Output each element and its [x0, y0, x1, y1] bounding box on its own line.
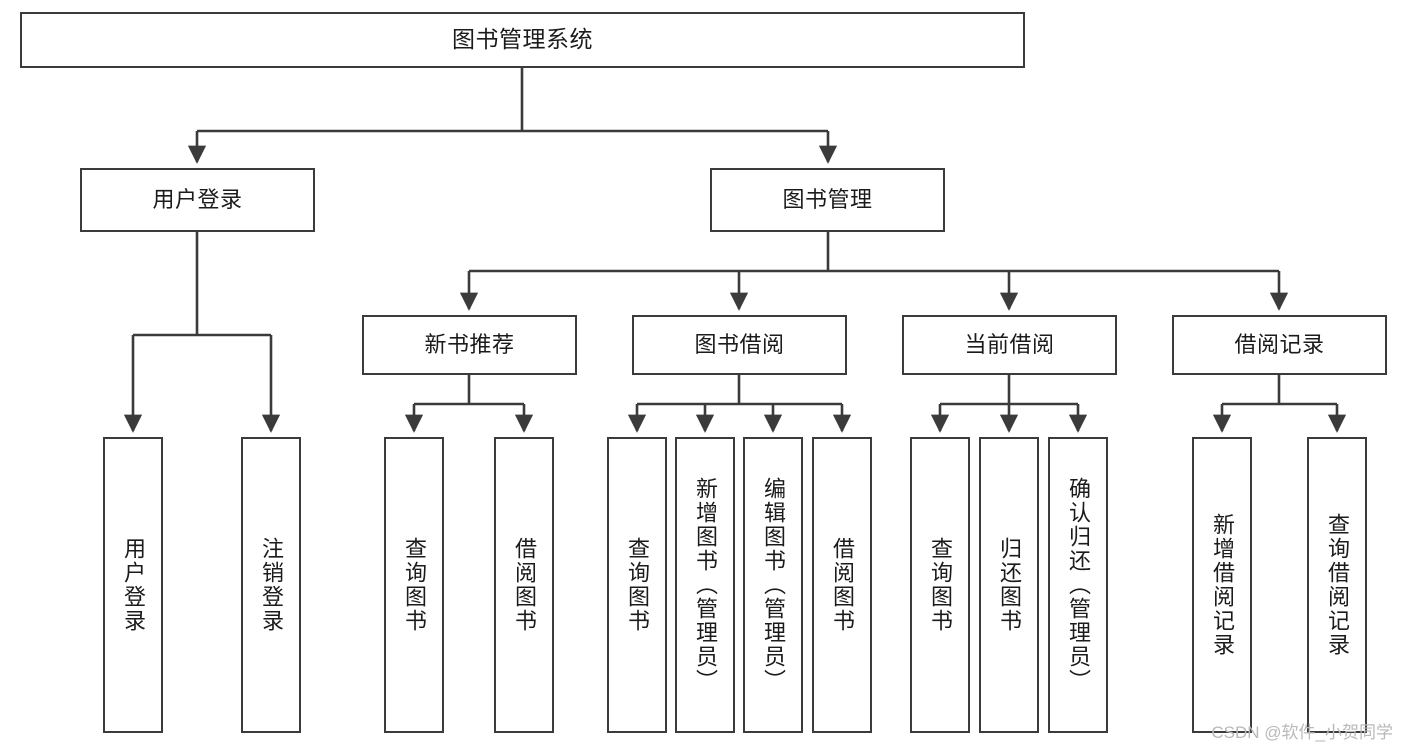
- leaf-current-return-book[interactable]: 归还图书: [979, 437, 1039, 733]
- leaf-recommend-borrow-book[interactable]: 借阅图书: [494, 437, 554, 733]
- leaf-user-login-login[interactable]: 用户登录: [103, 437, 163, 733]
- node-label: 图书管理系统: [452, 26, 593, 53]
- csdn-watermark: CSDN @软件_小贺同学: [1211, 723, 1393, 742]
- node-label: 确认归还（管理员）: [1066, 477, 1091, 693]
- node-book-borrow[interactable]: 图书借阅: [632, 315, 847, 375]
- node-label: 新增图书（管理员）: [693, 477, 718, 693]
- leaf-record-add-record[interactable]: 新增借阅记录: [1192, 437, 1252, 733]
- leaf-user-login-logout[interactable]: 注销登录: [241, 437, 301, 733]
- node-borrow-record[interactable]: 借阅记录: [1172, 315, 1387, 375]
- leaf-recommend-query-book[interactable]: 查询图书: [384, 437, 444, 733]
- node-label: 当前借阅: [964, 332, 1055, 358]
- node-user-login[interactable]: 用户登录: [80, 168, 315, 232]
- node-label: 用户登录: [152, 187, 243, 213]
- leaf-current-query-book[interactable]: 查询图书: [910, 437, 970, 733]
- node-current-borrow[interactable]: 当前借阅: [902, 315, 1117, 375]
- node-label: 借阅记录: [1234, 332, 1325, 358]
- node-label: 新增借阅记录: [1210, 513, 1235, 657]
- leaf-borrow-add-book[interactable]: 新增图书（管理员）: [675, 437, 735, 733]
- node-book-management[interactable]: 图书管理: [710, 168, 945, 232]
- node-label: 图书借阅: [694, 332, 785, 358]
- node-label: 查询借阅记录: [1325, 513, 1350, 657]
- node-label: 归还图书: [997, 537, 1022, 633]
- node-label: 用户登录: [121, 537, 146, 633]
- node-label: 查询图书: [402, 537, 427, 633]
- node-label: 新书推荐: [424, 332, 515, 358]
- node-root-system[interactable]: 图书管理系统: [20, 12, 1025, 68]
- node-label: 查询图书: [928, 537, 953, 633]
- node-label: 借阅图书: [830, 537, 855, 633]
- node-new-book-recommend[interactable]: 新书推荐: [362, 315, 577, 375]
- leaf-record-query-record[interactable]: 查询借阅记录: [1307, 437, 1367, 733]
- leaf-borrow-borrow-book[interactable]: 借阅图书: [812, 437, 872, 733]
- node-label: 查询图书: [625, 537, 650, 633]
- node-label: 图书管理: [782, 187, 873, 213]
- node-label: 编辑图书（管理员）: [761, 477, 786, 693]
- leaf-borrow-query-book[interactable]: 查询图书: [607, 437, 667, 733]
- node-label: 借阅图书: [512, 537, 537, 633]
- leaf-current-confirm-return[interactable]: 确认归还（管理员）: [1048, 437, 1108, 733]
- leaf-borrow-edit-book[interactable]: 编辑图书（管理员）: [743, 437, 803, 733]
- node-label: 注销登录: [259, 537, 284, 633]
